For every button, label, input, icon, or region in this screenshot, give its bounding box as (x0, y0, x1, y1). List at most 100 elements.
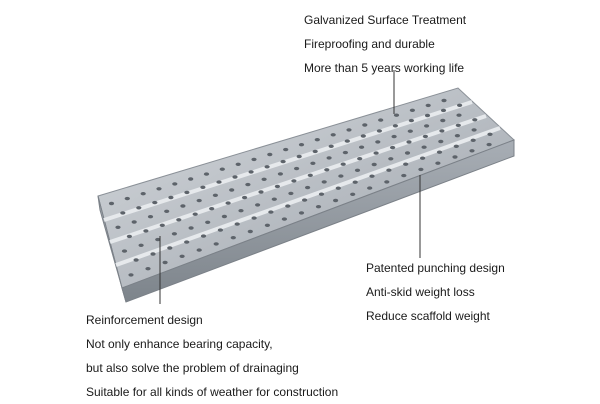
punch-hole (454, 134, 460, 138)
punch-hole (310, 161, 316, 165)
punch-hole (131, 220, 137, 224)
plank-left-end (97, 195, 127, 303)
punch-hole (285, 204, 291, 208)
punch-hole (179, 254, 185, 258)
punch-hole (486, 142, 492, 147)
punch-hole (407, 129, 413, 133)
punch-hole (277, 172, 283, 176)
punch-hole (225, 201, 231, 205)
punch-hole (352, 180, 358, 184)
punch-hole (274, 184, 280, 189)
callout-line: Anti-skid weight loss (366, 285, 475, 299)
punch-hole (143, 229, 149, 233)
punch-hole (471, 128, 477, 132)
punch-hole (188, 177, 194, 181)
punch-hole (406, 140, 412, 144)
punch-hole (242, 195, 248, 200)
punch-hole (440, 108, 447, 113)
punch-hole (268, 210, 274, 214)
punch-hole (439, 129, 445, 133)
punch-hole (232, 175, 238, 179)
callout-punching-design: Patented punching design Anti-skid weigh… (366, 256, 505, 328)
punch-hole (452, 155, 458, 159)
punch-hole (330, 133, 336, 137)
punch-hole (271, 197, 277, 201)
punch-hole (261, 177, 267, 181)
punch-hole (291, 179, 297, 183)
callout-reinforcement-design: Reinforcement design Not only enhance be… (86, 308, 338, 404)
punch-hole (375, 140, 381, 144)
punch-hole (342, 150, 348, 155)
punch-hole (440, 118, 446, 123)
punch-hole (392, 124, 398, 128)
punch-hole (108, 201, 115, 206)
punch-hole (281, 217, 287, 221)
punch-hole (288, 191, 294, 196)
punch-hole (386, 168, 392, 172)
punch-hole (362, 123, 368, 127)
punch-hole (238, 209, 244, 213)
callout-line: Patented punching design (366, 261, 505, 275)
punch-hole (360, 134, 366, 138)
punch-hole (167, 246, 173, 250)
punch-hole (346, 128, 352, 132)
punch-hole (155, 237, 161, 242)
punch-hole (126, 234, 132, 239)
callout-line: More than 5 years working life (304, 61, 465, 75)
punch-hole (424, 124, 430, 128)
punch-hole (180, 204, 186, 208)
punch-hole (140, 192, 146, 196)
punch-hole (328, 144, 334, 148)
punch-hole (324, 168, 330, 172)
punch-hole (422, 134, 428, 139)
punch-hole (435, 161, 441, 165)
punch-hole (420, 156, 426, 160)
punch-hole (258, 190, 264, 194)
punch-hole (312, 149, 318, 154)
punch-hole (229, 188, 235, 192)
punch-hole (388, 157, 394, 161)
punch-hole (184, 190, 190, 195)
punch-hole (188, 226, 194, 230)
punch-hole (247, 229, 253, 234)
punch-hole (359, 145, 365, 149)
punch-hole (373, 151, 379, 155)
punch-hole (168, 195, 174, 200)
punch-hole (338, 174, 344, 178)
punch-hole (315, 205, 322, 209)
reinforcement-rib (115, 126, 501, 267)
punch-hole (401, 173, 407, 178)
punch-hole (472, 118, 478, 122)
punch-hole (469, 149, 475, 153)
punch-hole (456, 113, 462, 117)
punch-hole (152, 200, 158, 205)
punch-hole (115, 225, 121, 229)
callout-line: Not only enhance bearing capacity, (86, 337, 273, 351)
punch-hole (248, 170, 254, 174)
punch-hole (171, 232, 177, 236)
punch-hole (138, 243, 144, 247)
punch-hole (156, 187, 162, 191)
punch-hole (408, 118, 414, 123)
punch-hole (296, 154, 302, 159)
punch-hole (298, 211, 305, 215)
punch-hole (251, 216, 257, 220)
punch-hole (307, 173, 313, 177)
punch-hole (209, 207, 215, 211)
punch-hole (205, 220, 211, 224)
punch-hole (384, 180, 390, 184)
punch-hole (133, 258, 139, 262)
punch-hole (267, 152, 273, 157)
punch-hole (367, 186, 373, 190)
punch-hole (457, 103, 463, 108)
punch-hole (245, 182, 251, 187)
punch-hole (217, 228, 223, 232)
punch-hole (340, 162, 346, 166)
punch-hole (393, 113, 400, 117)
punch-hole (230, 236, 236, 240)
punch-hole (376, 129, 382, 133)
punch-hole (302, 198, 308, 202)
punch-hole (184, 240, 190, 244)
callout-line: but also solve the problem of drainaging (86, 361, 299, 375)
punch-hole (369, 174, 375, 178)
